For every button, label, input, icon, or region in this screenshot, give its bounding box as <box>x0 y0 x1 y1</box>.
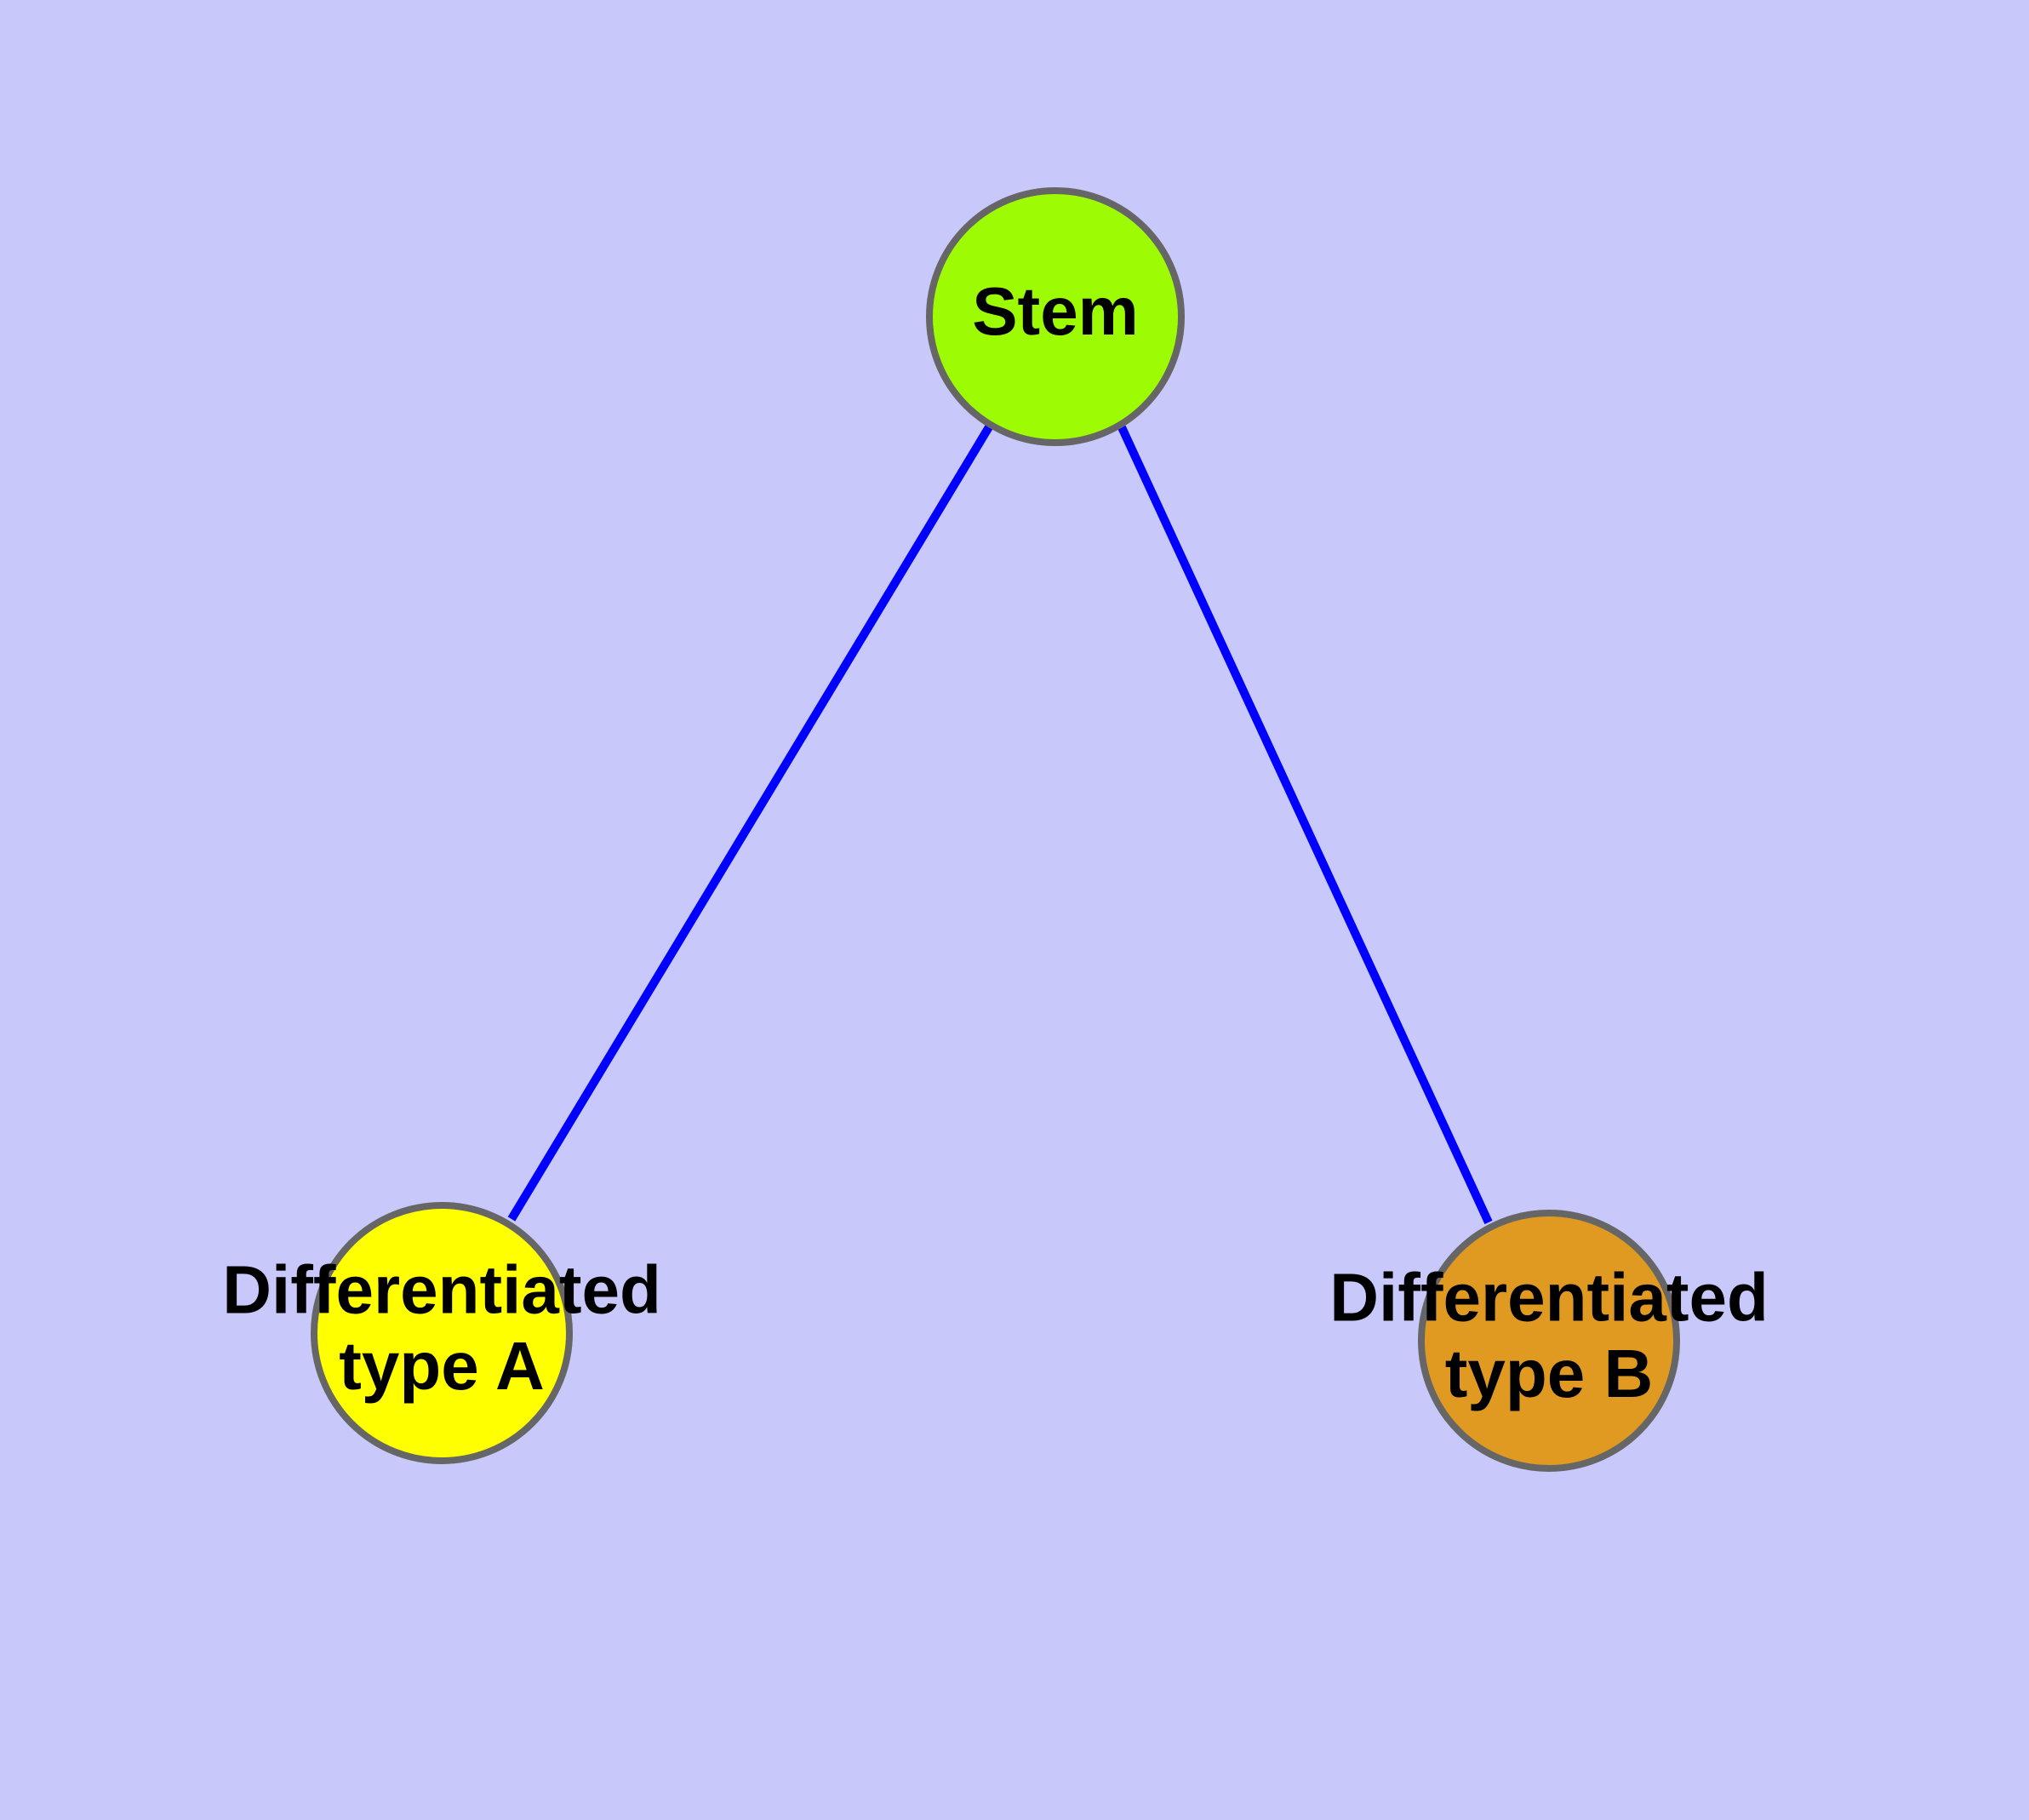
node-diff_a[interactable] <box>311 1202 573 1464</box>
node-label-line: Stem <box>972 273 1139 349</box>
edge-stem-to-diff-a[interactable] <box>507 423 994 1222</box>
node-label-line: type B <box>1445 1336 1654 1411</box>
node-label-line: Differentiated <box>1329 1259 1769 1335</box>
node-label-line: type A <box>339 1328 545 1404</box>
node-stem[interactable] <box>926 187 1185 446</box>
node-label-line: Differentiated <box>222 1251 661 1327</box>
edge-stem-to-diff-b[interactable] <box>1117 425 1493 1225</box>
edges-layer <box>507 423 1493 1225</box>
node-label-stem: Stem <box>972 273 1139 349</box>
nodes-layer <box>311 187 1680 1472</box>
node-diff_b[interactable] <box>1418 1210 1680 1472</box>
